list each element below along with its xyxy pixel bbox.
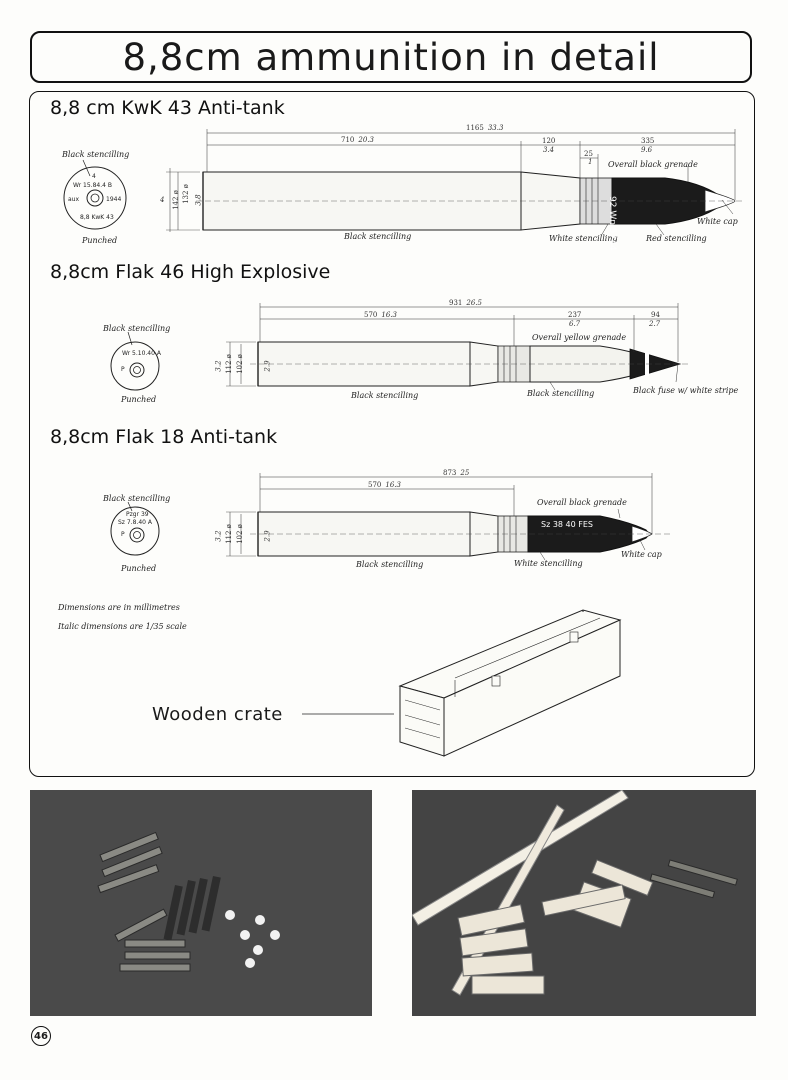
dim-case-dia-scale: 3.8 (194, 194, 203, 206)
callout-white-cap: White cap (697, 217, 738, 226)
content-frame (29, 91, 755, 777)
stamp-label-flak18: Black stencilling (103, 494, 171, 503)
stamp-punched-flak46: Punched (121, 395, 157, 404)
callout-black-stencilling: Black stencilling (351, 391, 419, 400)
stamp-line: Sz 7.8.40 A (118, 519, 152, 526)
dim-case-dia: 102 ø (235, 524, 244, 544)
page-title: 8,8cm ammunition in detail (122, 35, 660, 79)
dim-band-length: 25 (584, 150, 593, 158)
callout-overall-black: Overall black grenade (608, 160, 698, 169)
photo-rounds-content (30, 790, 372, 1016)
stamp-line: 1944 (106, 196, 122, 203)
callout-overall-black: Overall black grenade (537, 498, 627, 507)
stamp-line: Wr 5.10.40 A (122, 350, 161, 357)
dim-projectile-scale: 9.6 (641, 146, 653, 154)
callout-black-stencilling: Black stencilling (344, 232, 412, 241)
shell-marking-flak18: Sz 38 40 FES (541, 520, 593, 529)
callout-black-fuse: Black fuse w/ white stripe (633, 386, 739, 395)
stamp-line: Pzgr 39 (126, 511, 149, 518)
dim-projectile-scale: 6.7 (569, 320, 581, 328)
dim-rim-dia: 112 ø (224, 354, 233, 374)
stamp-line: 4 (92, 173, 96, 180)
stamp-punched-flak18: Punched (121, 564, 157, 573)
dim-case-dia-scale: 2.9 (263, 360, 272, 372)
page-title-box: 8,8cm ammunition in detail (30, 31, 752, 83)
dim-projectile-length: 237 (568, 311, 582, 319)
dim-case-dia: 102 ø (235, 354, 244, 374)
callout-white-cap: White cap (621, 550, 662, 559)
photo-model-rounds (30, 790, 372, 1016)
dim-rim-dia: 142 ø (171, 190, 180, 210)
stamp-line: P (121, 366, 125, 373)
stamp-label-kwk43: Black stencilling (62, 150, 130, 159)
dim-rim-dia-scale: 4 (160, 196, 165, 204)
stamp-punched-kwk43: Punched (82, 236, 118, 245)
callout-red-stencilling: Red stencilling (646, 234, 707, 243)
stamp-label-flak46: Black stencilling (103, 324, 171, 333)
dim-rim-dia-scale: 3.2 (214, 360, 223, 372)
dim-rim-dia-scale: 3.2 (214, 530, 223, 542)
note-scale: Italic dimensions are 1/35 scale (58, 622, 187, 631)
section-heading-kwk43: 8,8 cm KwK 43 Anti-tank (50, 97, 285, 119)
stamp-line: P (121, 531, 125, 538)
dim-band-scale: 1 (588, 158, 593, 166)
dim-rim-dia: 112 ø (224, 524, 233, 544)
dim-case-dia-scale: 2.9 (263, 530, 272, 542)
stamp-line: Wr 15.84.4 B (73, 182, 112, 189)
stamp-line: 8,8 KwK 43 (80, 214, 114, 221)
photo-model-crate (412, 790, 756, 1016)
shell-marking-kwk43: 92 Wn 5744 (607, 196, 617, 251)
photo-crate-content (412, 790, 756, 1016)
dim-neck-length: 120 (542, 137, 556, 145)
callout-black-stencilling-2: Black stencilling (527, 389, 595, 398)
crate-label: Wooden crate (152, 704, 283, 725)
page-number: 46 (31, 1026, 51, 1046)
callout-overall-yellow: Overall yellow grenade (532, 333, 627, 342)
callout-white-stencilling: White stencilling (514, 559, 583, 568)
dim-projectile-length: 335 (641, 137, 655, 145)
dim-neck-scale: 3.4 (543, 146, 555, 154)
dim-fuse-length: 94 (651, 311, 660, 319)
section-heading-flak18: 8,8cm Flak 18 Anti-tank (50, 426, 278, 448)
stamp-line: aux (68, 196, 80, 203)
callout-white-stencilling: White stencilling (549, 234, 618, 243)
section-heading-flak46: 8,8cm Flak 46 High Explosive (50, 261, 331, 283)
note-dimensions: Dimensions are in millimetres (58, 603, 180, 612)
callout-black-stencilling: Black stencilling (356, 560, 424, 569)
dim-case-dia: 132 ø (181, 184, 190, 204)
dim-fuse-scale: 2.7 (649, 320, 661, 328)
